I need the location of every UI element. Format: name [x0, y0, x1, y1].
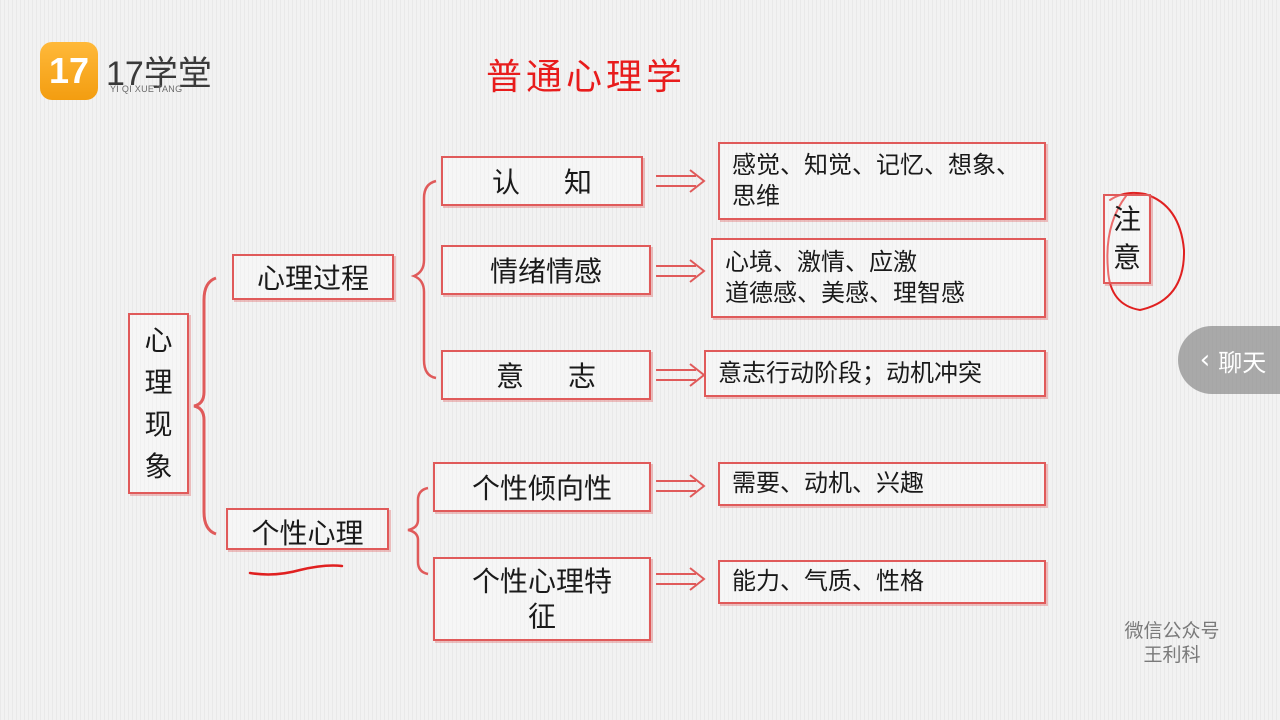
personality-brace: [407, 486, 429, 576]
detail-trait: 能力、气质、性格: [718, 560, 1046, 604]
chat-button-label: 聊天: [1218, 348, 1267, 377]
branch-process: 心理过程: [232, 254, 394, 300]
detail-cognition: 感觉、知觉、记忆、想象、 思维: [718, 142, 1046, 220]
watermark: 微信公众号 王利科: [1112, 620, 1232, 668]
logo-subtitle: YI QI XUE TANG: [110, 84, 183, 94]
root-brace: [193, 276, 217, 536]
logo-icon: 17: [40, 42, 98, 100]
root-node: 心 理 现 象: [128, 313, 189, 494]
arrow-emotion: [656, 259, 706, 283]
item-trait: 个性心理特 征: [433, 557, 651, 641]
chevron-left-icon: ‹: [1199, 345, 1211, 375]
item-cognition: 认知: [441, 156, 643, 206]
detail-emotion: 心境、激情、应激 道德感、美感、理智感: [711, 238, 1046, 318]
annotation-attention: 注 意: [1103, 194, 1151, 284]
arrow-trait: [656, 567, 706, 591]
detail-will: 意志行动阶段；动机冲突: [704, 350, 1046, 397]
arrow-cognition: [656, 169, 706, 193]
item-emotion: 情绪情感: [441, 245, 651, 295]
chat-button[interactable]: ‹ 聊天: [1178, 326, 1280, 394]
page-title: 普通心理学: [486, 57, 687, 98]
item-will: 意志: [441, 350, 651, 400]
item-tendency: 个性倾向性: [433, 462, 651, 512]
ink-underline: [248, 564, 344, 576]
process-brace: [410, 179, 437, 380]
arrow-will: [656, 363, 706, 387]
arrow-tendency: [656, 474, 706, 498]
branch-personality: 个性心理: [226, 508, 389, 550]
watermark-line2: 王利科: [1143, 643, 1201, 666]
logo-name: 17学堂: [106, 55, 212, 93]
detail-tendency: 需要、动机、兴趣: [718, 462, 1046, 506]
watermark-line1: 微信公众号: [1124, 620, 1220, 642]
